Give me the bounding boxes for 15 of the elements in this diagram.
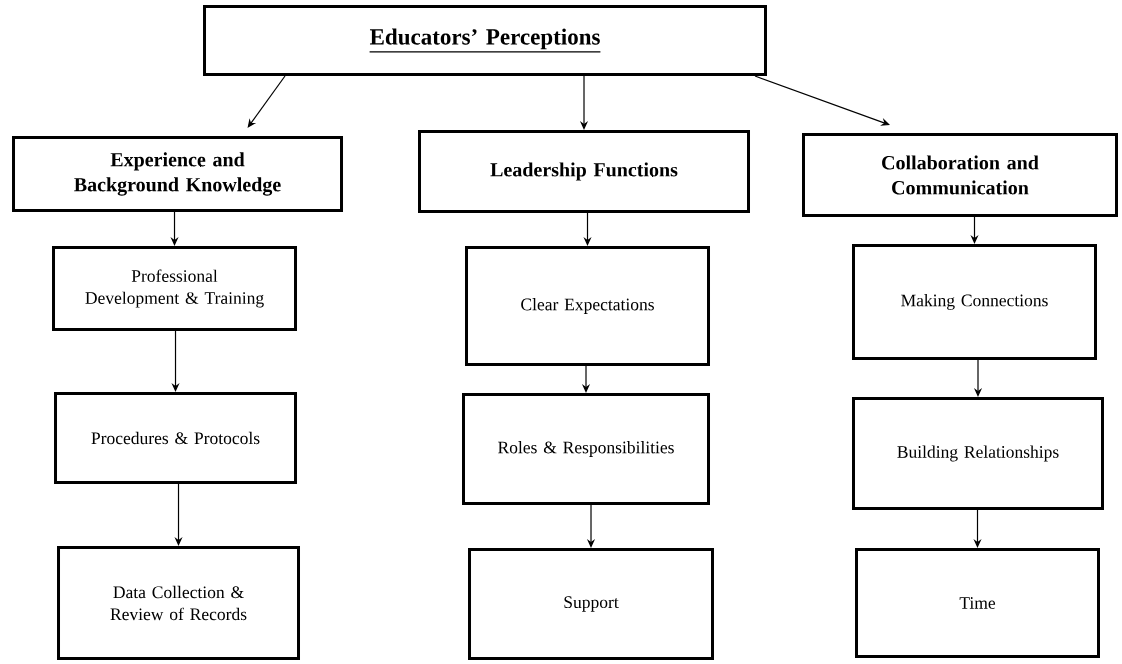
category-box: Experience and Background Knowledge [12, 136, 343, 212]
process-box: Building Relationships [852, 397, 1104, 510]
process-box: Professional Development & Training [52, 246, 297, 331]
process-box: Support [468, 548, 714, 660]
process-box: Roles & Responsibilities [462, 393, 710, 505]
process-box: Procedures & Protocols [54, 392, 297, 484]
category-box: Collaboration and Communication [802, 133, 1118, 217]
arrow [754, 75, 890, 126]
process-box: Data Collection & Review of Records [57, 546, 300, 660]
title-box: Educators’ Perceptions [203, 5, 767, 76]
arrow [247, 75, 286, 128]
category-box: Leadership Functions [418, 130, 750, 213]
process-box: Making Connections [852, 244, 1097, 360]
process-box: Time [855, 548, 1100, 658]
process-box: Clear Expectations [465, 246, 710, 366]
